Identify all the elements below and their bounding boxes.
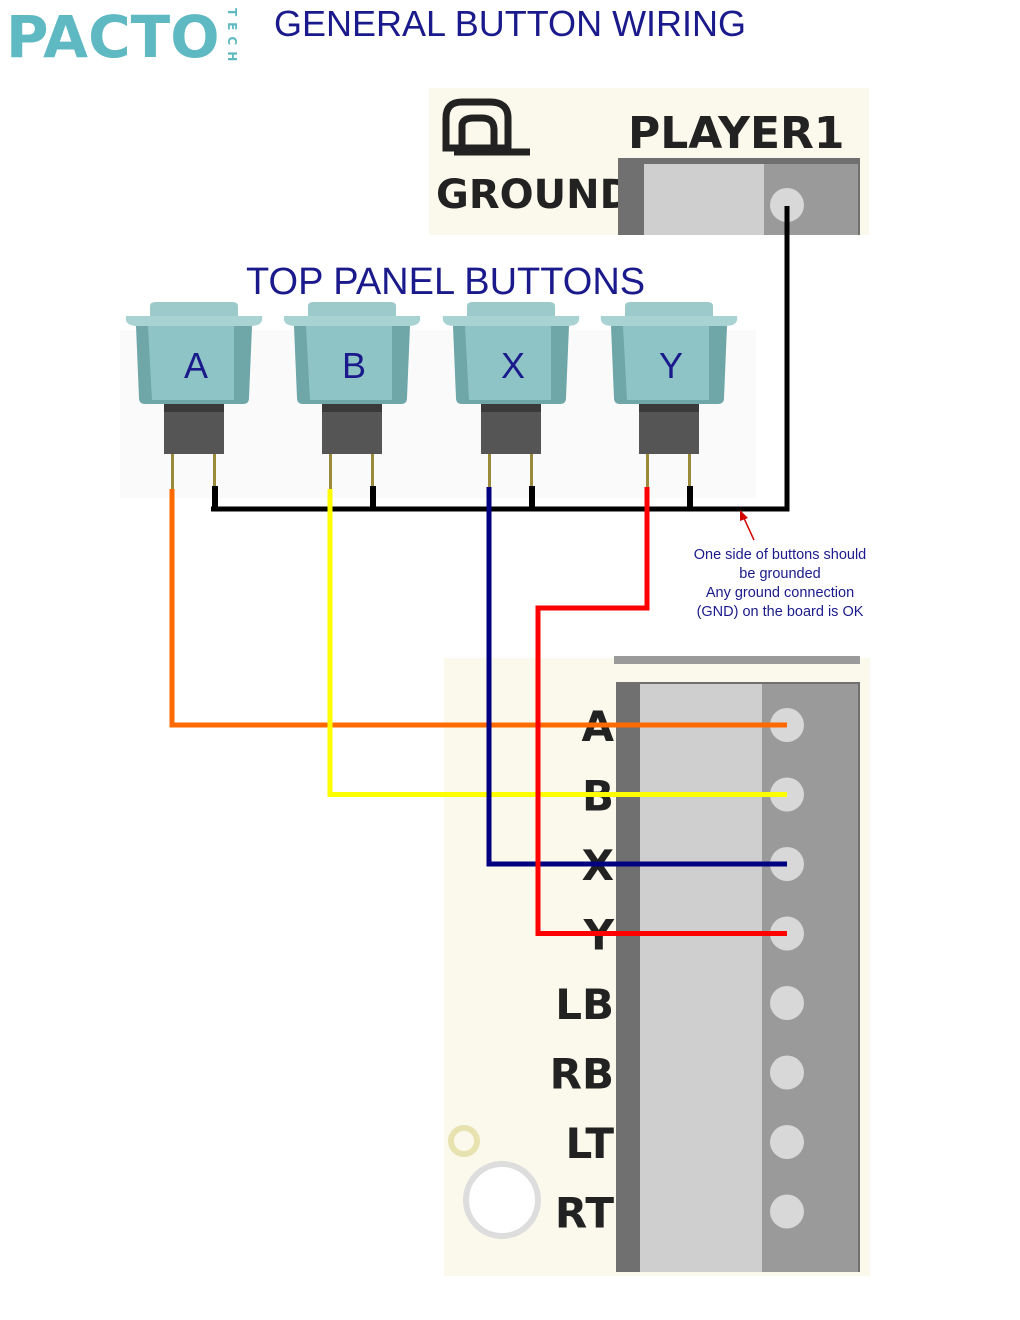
- wire-a: [169, 489, 787, 728]
- top-strip-light: [644, 164, 764, 235]
- note-arrow-head-icon: [740, 510, 748, 521]
- wire-y: [535, 487, 787, 936]
- button-letter-y: Y: [659, 345, 683, 386]
- button-leg-left: [646, 452, 649, 490]
- page-title: GENERAL BUTTON WIRING: [274, 3, 746, 44]
- ground-label: GROUND: [436, 172, 633, 218]
- button-leg-left: [329, 452, 332, 490]
- note-arrow-line: [742, 515, 755, 541]
- button-leg-right: [213, 452, 216, 490]
- pacto-logo: PACTO TECH: [6, 3, 239, 71]
- button-housing-face: [465, 326, 551, 400]
- button-bezel: [125, 316, 263, 326]
- button-letter-x: X: [501, 345, 525, 386]
- small-mount-hole: [448, 1125, 480, 1157]
- note-line-2: be grounded: [739, 566, 820, 582]
- button-plunger: [467, 302, 555, 316]
- arcade-button-b: B: [283, 302, 421, 490]
- microswitch-top: [481, 404, 541, 412]
- top-board: GROUND PLAYER1: [429, 88, 869, 235]
- button-bezel: [283, 316, 421, 326]
- microswitch-top: [164, 404, 224, 412]
- player-label: PLAYER1: [628, 108, 845, 159]
- microswitch: [639, 404, 699, 454]
- panel-title: TOP PANEL BUTTONS: [246, 261, 645, 303]
- arcade-button-a: A: [125, 302, 263, 490]
- wire-x: [486, 487, 787, 867]
- microswitch: [322, 404, 382, 454]
- top-pad: [770, 188, 804, 222]
- bottom-board-top-edge: [614, 656, 860, 664]
- microswitch-top: [322, 404, 382, 412]
- bottom-strip-pad-area: [762, 684, 858, 1272]
- logo-word: PACTO: [6, 3, 220, 71]
- ground-note: One side of buttons should be grounded A…: [694, 510, 867, 620]
- button-leg-left: [488, 452, 491, 490]
- large-mount-hole: [463, 1161, 541, 1239]
- ground-symbol-icon: [442, 98, 530, 156]
- button-housing-face: [148, 326, 234, 400]
- button-plunger: [150, 302, 238, 316]
- button-bezel: [442, 316, 580, 326]
- bottom-strip-light: [640, 684, 762, 1272]
- logo-sub: TECH: [225, 8, 239, 67]
- pin-label-rb: RB: [550, 1050, 614, 1099]
- pin-pad: [770, 1194, 804, 1229]
- button-leg-right: [530, 452, 533, 490]
- arcade-button-x: X: [442, 302, 580, 490]
- microswitch: [481, 404, 541, 454]
- button-plunger: [308, 302, 396, 316]
- note-line-1: One side of buttons should: [694, 547, 867, 563]
- button-bezel: [600, 316, 738, 326]
- pin-label-lt: LT: [566, 1119, 615, 1168]
- microswitch: [164, 404, 224, 454]
- wire-b: [327, 489, 787, 797]
- note-line-4: (GND) on the board is OK: [697, 604, 864, 620]
- pin-pad: [770, 986, 804, 1020]
- pin-label-rt: RT: [555, 1189, 614, 1238]
- button-leg-right: [688, 452, 691, 490]
- button-leg-right: [371, 452, 374, 490]
- button-plunger: [625, 302, 713, 316]
- button-letter-b: B: [342, 345, 366, 386]
- button-housing-face: [306, 326, 392, 400]
- pin-label-lb: LB: [555, 980, 614, 1029]
- microswitch-top: [639, 404, 699, 412]
- arcade-button-y: Y: [600, 302, 738, 490]
- button-letter-a: A: [184, 345, 208, 386]
- button-housing-face: [623, 326, 709, 400]
- button-leg-left: [171, 452, 174, 490]
- note-line-3: Any ground connection: [706, 585, 854, 601]
- pin-pad: [770, 1125, 804, 1159]
- pin-pad: [770, 1055, 804, 1090]
